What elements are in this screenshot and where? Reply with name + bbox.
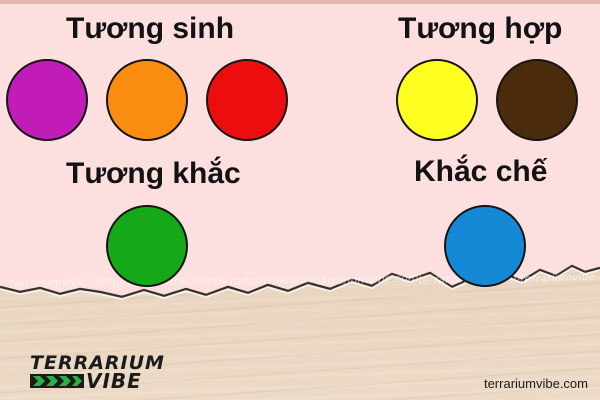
site-url: terrariumvibe.com [483,376,588,391]
logo-arrows-icon [30,374,84,388]
color-circle-orange [106,59,188,141]
color-circle-green [106,205,188,287]
color-circle-magenta [6,59,88,141]
section-title-khac-che: Khắc chế [414,155,548,188]
logo-wordmark-top: TERRARIUM [30,352,165,374]
terrarium-vibe-logo: TERRARIUM VIBE [30,352,164,393]
section-title-tuong-hop: Tương hợp [398,12,563,45]
color-circle-blue [444,205,526,287]
section-title-tuong-sinh: Tương sinh [66,12,235,45]
color-circle-yellow [396,59,478,141]
watermark-text: terrariumvibe.com [519,269,600,286]
color-circle-red [206,59,288,141]
color-circle-brown [496,59,578,141]
logo-wordmark-bottom: VIBE [86,369,142,393]
section-title-tuong-khac: Tương khắc [66,157,241,190]
